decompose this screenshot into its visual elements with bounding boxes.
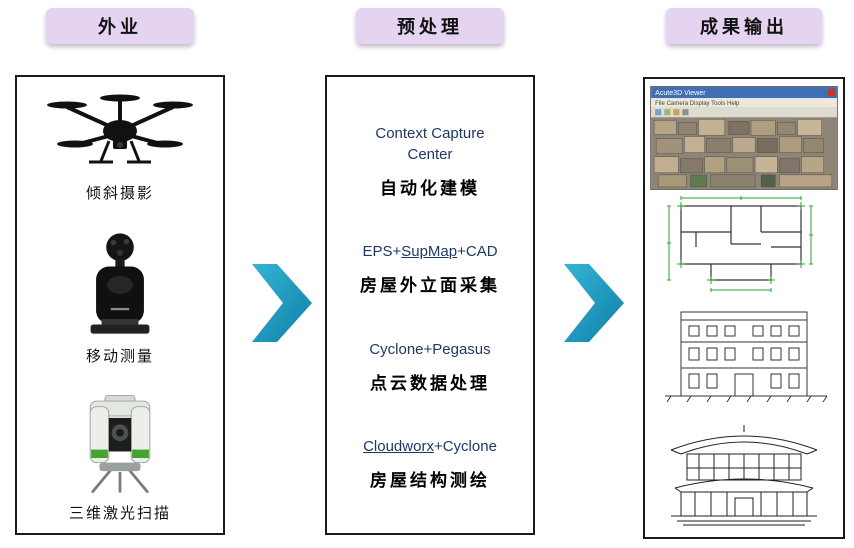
preprocess-step: Cloudworx+Cyclone 房屋结构测绘 <box>335 436 525 491</box>
chevron-right-icon <box>252 264 312 342</box>
cad-building-elevation-image <box>651 300 837 410</box>
cad-floor-plan-image <box>651 192 837 298</box>
output-panel: Acute3D Viewer File Camera Display Tools… <box>643 77 845 539</box>
fieldwork-item-label: 移动测量 <box>85 348 154 365</box>
tool-name: Cyclone+Pegasus <box>369 340 491 358</box>
task-name: 自动化建模 <box>380 179 480 198</box>
fieldwork-panel: 倾斜摄影 移动测量 <box>15 75 225 535</box>
preprocess-step: Cyclone+Pegasus 点云数据处理 <box>335 339 525 394</box>
fieldwork-item-label: 三维激光扫描 <box>68 505 171 522</box>
fieldwork-item-drone: 倾斜摄影 <box>44 89 196 203</box>
task-name: 点云数据处理 <box>370 373 490 393</box>
fieldwork-item-mobile-mapping: 移动测量 <box>74 228 166 366</box>
fieldwork-item-label: 倾斜摄影 <box>85 185 154 202</box>
output-header: 成果输出 <box>666 8 822 44</box>
task-name: 房屋外立面采集 <box>360 276 500 296</box>
cad-heritage-facade-image <box>651 412 837 530</box>
tool-name: EPS+SupMap+CAD <box>362 243 498 261</box>
preprocess-step: EPS+SupMap+CAD 房屋外立面采集 <box>335 241 525 296</box>
fieldwork-header: 外业 <box>46 8 194 44</box>
mobile-mapping-backpack-icon <box>90 233 150 334</box>
tool-name: Cloudworx+Cyclone <box>363 437 497 455</box>
chevron-right-icon <box>564 264 624 342</box>
viewer-window-title: Acute3D Viewer <box>655 90 706 97</box>
fieldwork-item-laser-scanner: 三维激光扫描 <box>64 391 176 523</box>
task-name: 房屋结构测绘 <box>370 470 490 490</box>
acute3d-model-screenshot-image: Acute3D Viewer File Camera Display Tools… <box>650 86 838 190</box>
preprocess-step: Context Capture Center 自动化建模 <box>335 123 525 199</box>
preprocess-panel: Context Capture Center 自动化建模 EPS+SupMap+… <box>325 75 535 535</box>
tool-name: Context Capture Center <box>375 125 485 163</box>
preprocess-header: 预处理 <box>356 8 504 44</box>
viewer-menu-bar: File Camera Display Tools Help <box>655 101 740 107</box>
drone-icon <box>47 94 193 164</box>
laser-scanner-icon <box>89 395 151 494</box>
